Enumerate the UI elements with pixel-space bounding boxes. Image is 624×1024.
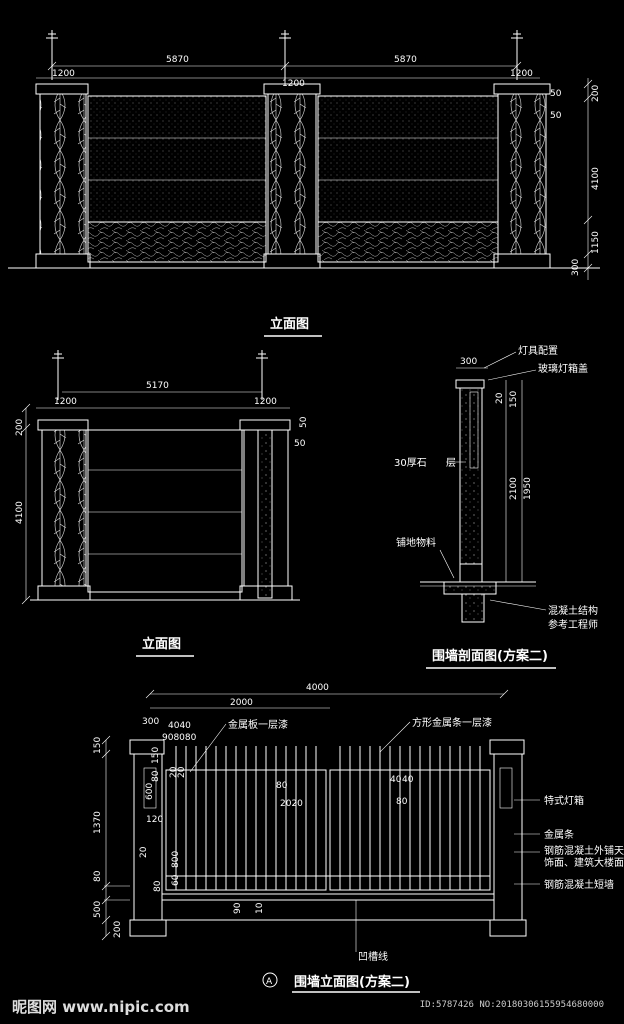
fence-dim-908080: 908080: [162, 733, 197, 743]
fence-dim-4000: 4000: [306, 683, 329, 693]
fence-dim-i-80: 80: [151, 770, 161, 782]
label-stone-30: 30厚石: [394, 457, 427, 469]
label-rc-finish: 钢筋混凝土外铺天: [544, 844, 624, 857]
fence-dim-i-150: 150: [151, 747, 161, 764]
label-glass-lid: 玻璃灯箱盖: [538, 362, 588, 375]
dim-e2-50b: 50: [294, 439, 306, 449]
fence-dim-i-80b: 80: [153, 880, 163, 892]
dim-r-50a: 50: [550, 111, 562, 121]
fence-dim-l-1370: 1370: [93, 811, 103, 834]
fence-dim-i-20b: 20: [177, 766, 187, 778]
dim-r-300: 300: [571, 259, 581, 276]
label-square-bar: 方形金属条一层漆: [412, 716, 492, 729]
dim-r-50b: 50: [550, 89, 562, 99]
fence-dim-4040: 4040: [168, 721, 191, 731]
dim-e2-200: 200: [15, 419, 25, 436]
pier-right: [493, 83, 551, 269]
watermark-footer: 昵图网 www.nipic.com ID:5787426 NO:20180306…: [0, 994, 624, 1024]
section-marker-circle: [262, 972, 278, 988]
dim-e2-4100: 4100: [15, 501, 25, 524]
fence-dim-i-80d: 80: [396, 797, 408, 807]
label-groove: 凹槽线: [358, 950, 388, 963]
elevation-2: 5170 1200 1200 200 4100 50 50 立面图: [15, 350, 309, 657]
fence-dim-i-20c: 20: [139, 846, 149, 858]
site-brand: 昵图网 www.nipic.com: [12, 998, 190, 1016]
elevation-1-title: 立面图: [270, 316, 309, 332]
label-building: 饰面、建筑大楼面: [544, 856, 624, 869]
label-rc-short-wall: 钢筋混凝土短墙: [544, 878, 614, 891]
label-metal-bar: 金属条: [544, 828, 574, 841]
dim-e2-pier-2: 1200: [254, 397, 277, 407]
fence-dim-l-80: 80: [93, 870, 103, 882]
fence-dim-l-500: 500: [93, 901, 103, 918]
fence-dim-i-40a: 40: [390, 775, 402, 785]
axis-markers: [46, 30, 523, 80]
elevation-2-title: 立面图: [142, 636, 181, 652]
fence-dim-i-2020: 2020: [280, 799, 303, 809]
fence-dim-i-800: 800: [171, 851, 181, 868]
dim-5170: 5170: [146, 381, 169, 391]
fence-dim-i-90: 90: [233, 902, 243, 914]
dim-r-200: 200: [591, 85, 601, 102]
fence-title: 围墙立面图(方案二): [294, 974, 410, 990]
label-metal-plate: 金属板一层漆: [228, 718, 288, 731]
fence-dim-i-20a: 20: [169, 766, 179, 778]
sec-dim-150: 150: [509, 391, 519, 408]
label-lighting: 灯具配置: [518, 345, 558, 357]
pier-middle: [263, 83, 321, 269]
fence-dim-i-120: 120: [146, 815, 163, 825]
section-title: 围墙剖面图(方案二): [432, 648, 548, 664]
dim-5870-b: 5870: [394, 55, 417, 65]
dim-pier-3: 1200: [510, 69, 533, 79]
fence-dim-2000: 2000: [230, 698, 253, 708]
fence-dim-l-150: 150: [93, 737, 103, 754]
label-layer: 层: [446, 457, 456, 469]
fence-dim-l-200: 200: [113, 921, 123, 938]
fence-elevation: 4000 2000 300 4040 908080 金属板一层漆 方形金属条一层…: [93, 683, 624, 993]
fence-dim-i-60: 60: [171, 874, 181, 886]
dim-r-4100: 4100: [591, 167, 601, 190]
dim-5870-a: 5870: [166, 55, 189, 65]
fence-dim-i-10: 10: [255, 902, 265, 914]
fence-dim-i-80c: 80: [276, 781, 288, 791]
label-concrete: 混凝土结构: [548, 604, 598, 617]
fence-bars: [175, 746, 481, 890]
sec-dim-20: 20: [495, 392, 505, 404]
wall-section: 300 灯具配置 玻璃灯箱盖 20 150 2100 1950 30厚石 层 铺…: [394, 345, 598, 669]
dim-e2-50a: 50: [299, 416, 309, 428]
fence-dim-i-40b: 40: [402, 775, 414, 785]
dim-e2-pier-1: 1200: [54, 397, 77, 407]
fence-dim-300: 300: [142, 717, 159, 727]
label-lightbox: 特式灯箱: [544, 794, 584, 807]
image-id: ID:5787426 NO:20180306155954680000: [419, 1000, 604, 1010]
sec-dim-2100: 2100: [509, 477, 519, 500]
sec-dim-1950: 1950: [523, 477, 533, 500]
dim-r-1150: 1150: [591, 231, 601, 254]
label-engineer: 参考工程师: [548, 618, 598, 631]
section-marker: A: [266, 977, 273, 987]
label-paving: 铺地物料: [396, 536, 436, 549]
dim-pier-1: 1200: [52, 69, 75, 79]
fence-dim-i-600: 600: [145, 783, 155, 800]
pier-left: [35, 83, 91, 269]
sec-dim-300: 300: [460, 357, 477, 367]
elevation-1: 5870 5870 1200 1200 1200: [8, 30, 601, 337]
